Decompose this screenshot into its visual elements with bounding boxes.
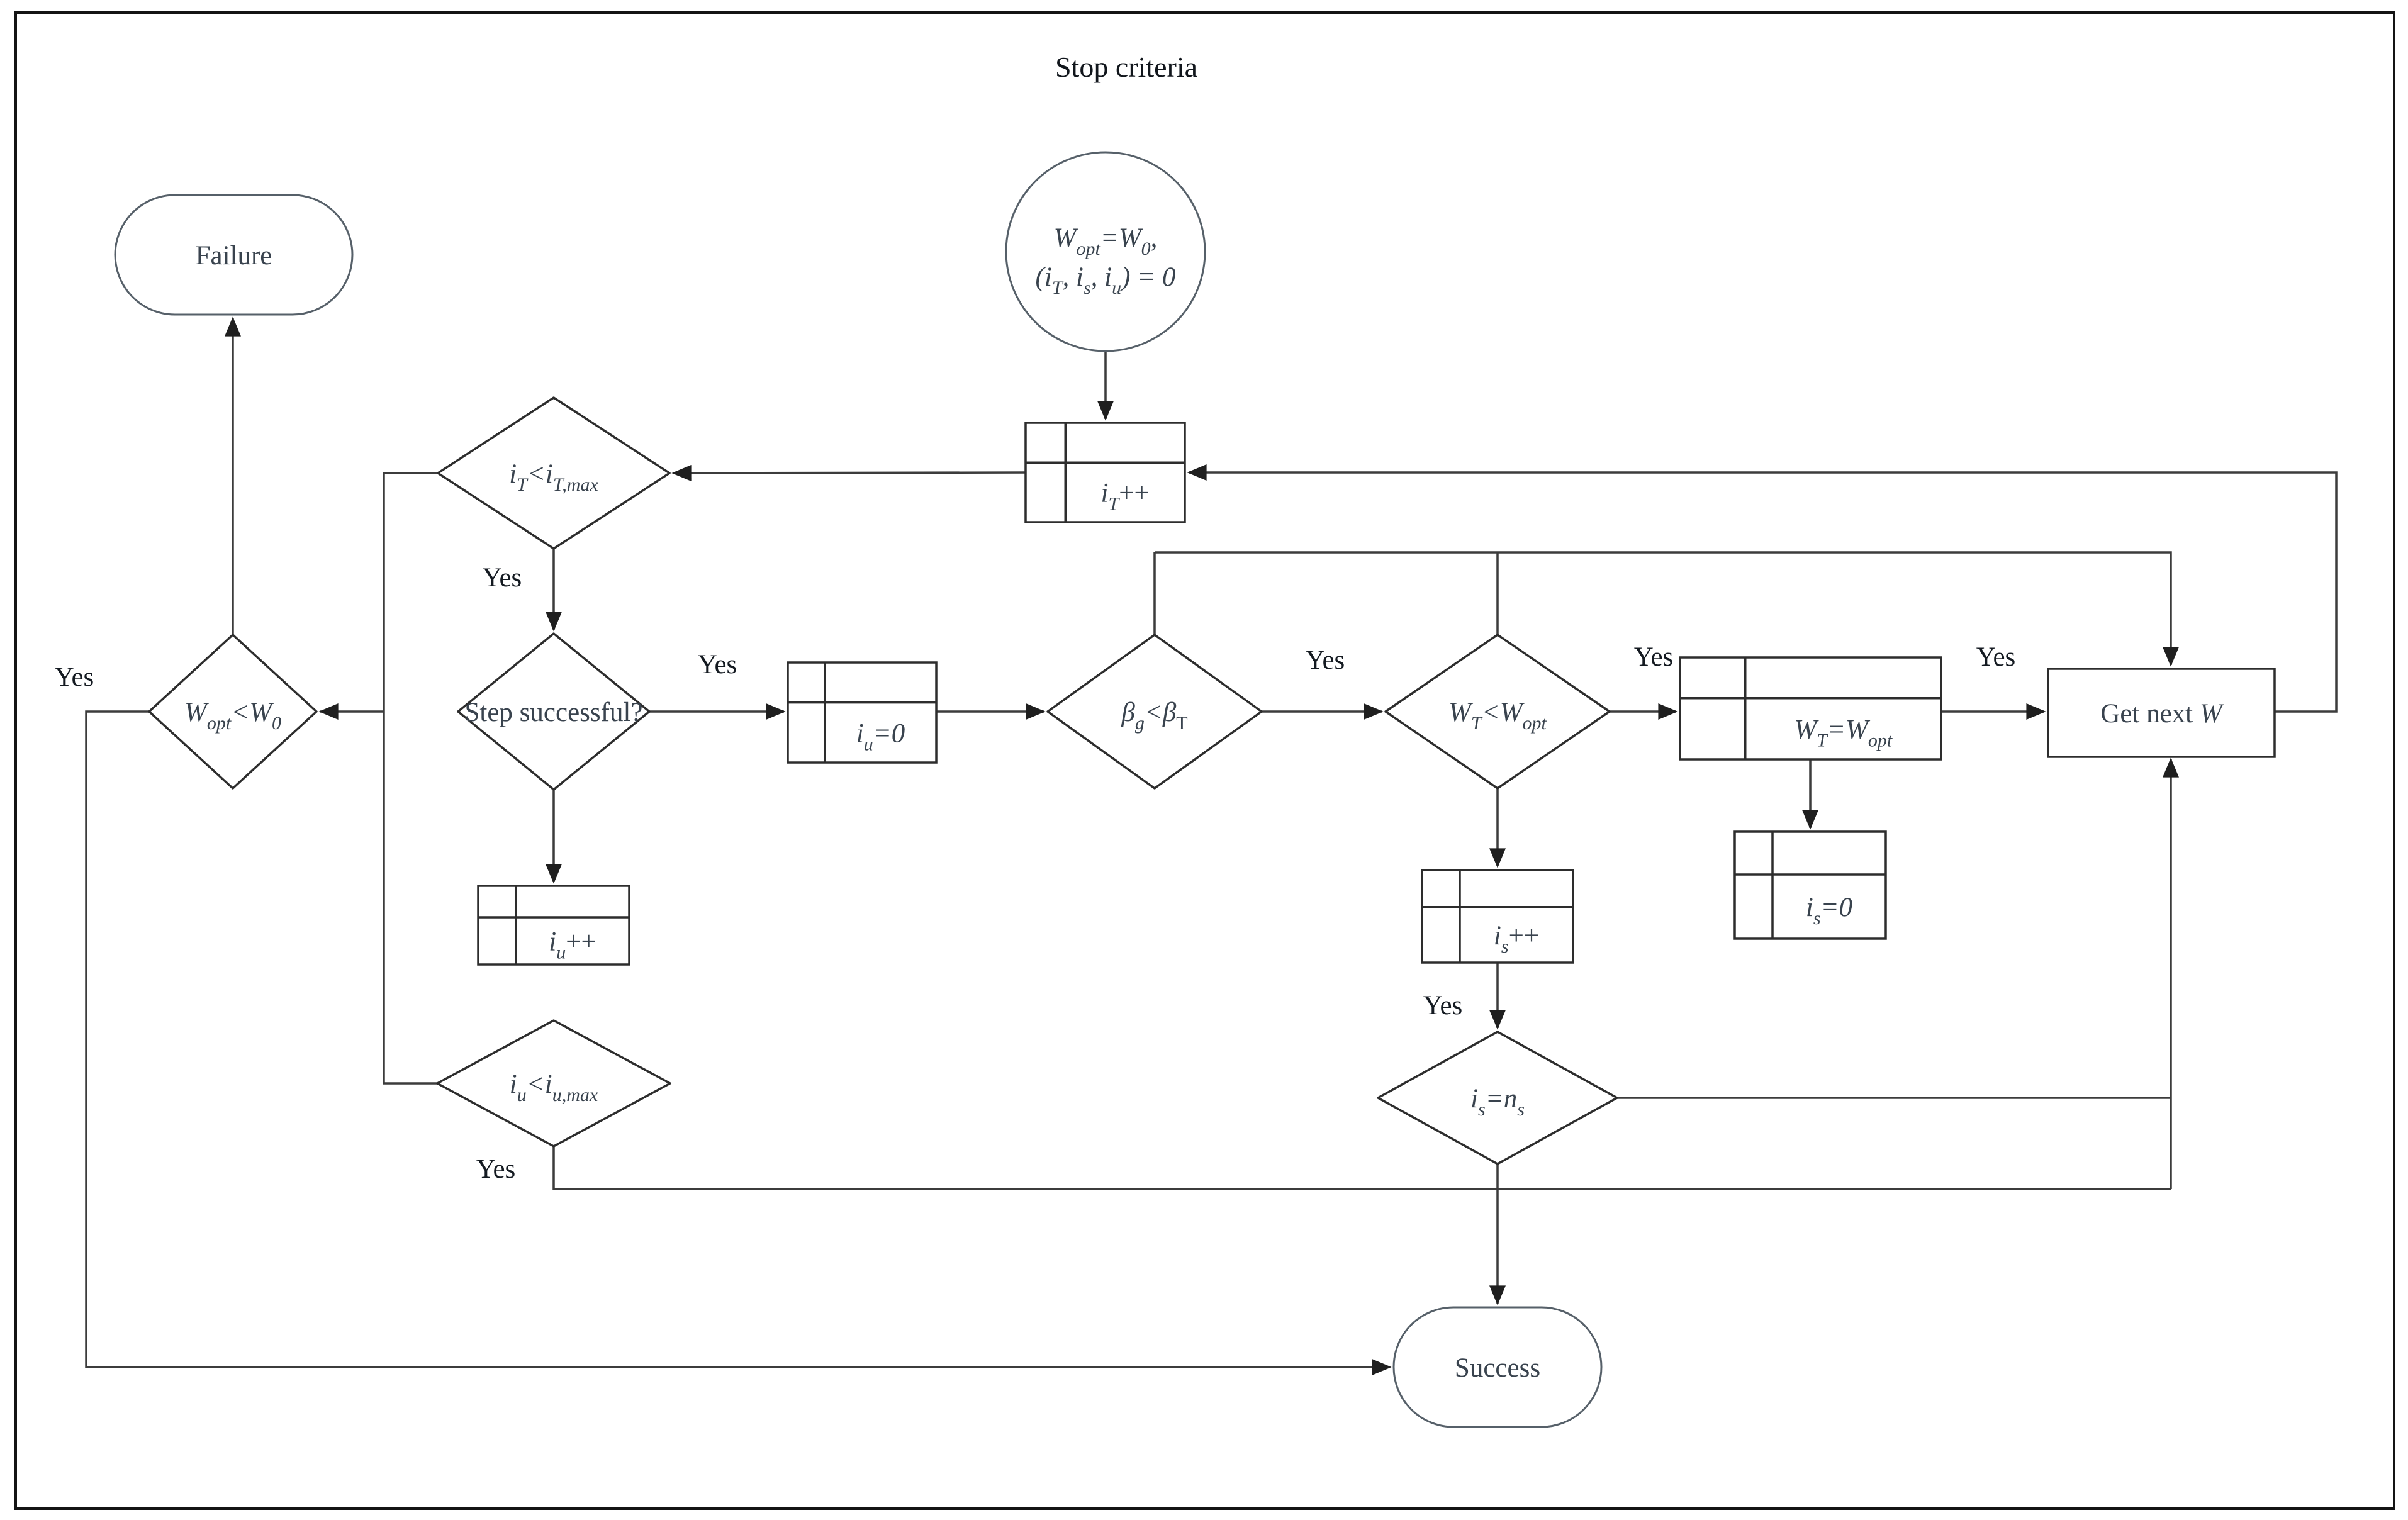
process-is-reset-label: is=0 bbox=[1806, 893, 1852, 929]
edge-wt-yes-to-wt-eq-label: Yes bbox=[1634, 642, 1674, 672]
edge-rail-to-getnext-top bbox=[1155, 551, 2179, 667]
decision-it-less-itmax-shape bbox=[437, 396, 671, 550]
edge-beta-yes-to-wt-label: Yes bbox=[1306, 645, 1345, 675]
edge-it-max-yes-to-step-label: Yes bbox=[483, 563, 522, 593]
process-is-reset: is=0 bbox=[1733, 830, 1887, 940]
terminator-failure-label: Failure bbox=[196, 241, 272, 271]
decision-step-successful-label: Step successful? bbox=[464, 698, 642, 727]
decision-is-equals-ns: is=ns bbox=[1377, 1031, 1618, 1165]
edge-step-yes-to-iu0-label: Yes bbox=[698, 650, 737, 679]
decision-iu-less-iumax: iu<iu,max bbox=[436, 1019, 671, 1148]
process-get-next-w-label: Get next W bbox=[2100, 699, 2225, 729]
process-get-next-w: Get next W bbox=[2047, 668, 2276, 758]
process-iu-increment-shape bbox=[477, 885, 630, 966]
edge-it-max-no-to-trunk bbox=[383, 472, 438, 712]
process-iu-increment-label: iu++ bbox=[549, 927, 596, 963]
process-is-reset-shape bbox=[1733, 830, 1887, 940]
edge-wopt-yes-to-success-label: Yes bbox=[55, 662, 94, 692]
terminator-success-label: Success bbox=[1455, 1353, 1540, 1383]
decision-wopt-less-w0-shape bbox=[148, 634, 318, 790]
edge-wopt-yes-to-success bbox=[85, 710, 1392, 1375]
decision-beta-g-less-beta-t-shape bbox=[1046, 634, 1263, 790]
start-node-shape bbox=[1005, 151, 1206, 352]
edge-is-inc-to-is-ns-label: Yes bbox=[1423, 991, 1463, 1020]
decision-it-less-itmax: iT<iT,max bbox=[437, 396, 671, 550]
decision-is-equals-ns-label: is=ns bbox=[1470, 1084, 1525, 1120]
decision-step-successful: Step successful? bbox=[457, 632, 651, 791]
decision-wt-less-wopt-shape bbox=[1384, 634, 1611, 790]
process-is-increment-label: is++ bbox=[1494, 921, 1539, 957]
figure-title: Stop criteria bbox=[1055, 51, 1197, 83]
decision-wopt-less-w0: Wopt<W0 bbox=[148, 634, 318, 790]
process-iu-reset-label: iu=0 bbox=[856, 718, 905, 754]
terminator-failure-shape bbox=[114, 194, 354, 316]
edge-it-inc-to-it-max bbox=[671, 464, 1026, 481]
terminator-success: Success bbox=[1392, 1306, 1603, 1428]
process-it-increment: iT++ bbox=[1024, 422, 1186, 523]
edge-iu-max-yes-bottom-rail bbox=[552, 1146, 2171, 1190]
edge-wt-eq-to-getnext-label: Yes bbox=[1976, 642, 2016, 672]
process-it-increment-label: iT++ bbox=[1101, 479, 1150, 515]
process-iu-reset-shape bbox=[787, 661, 938, 764]
decision-it-less-itmax-label: iT<iT,max bbox=[509, 459, 598, 495]
decision-step-successful-shape bbox=[457, 632, 651, 791]
process-is-increment: is++ bbox=[1421, 869, 1574, 964]
decision-beta-g-less-beta-t-label: βg<βT bbox=[1121, 698, 1187, 734]
decision-iu-less-iumax-label: iu<iu,max bbox=[510, 1070, 598, 1105]
process-it-increment-shape bbox=[1024, 422, 1186, 523]
edge-getnext-feedback-to-it-inc bbox=[1187, 464, 2338, 713]
process-wt-assign-wopt-label: WT=Wopt bbox=[1795, 715, 1893, 751]
start-node-label: Wopt=W0,(iT, is, iu) = 0 bbox=[1036, 223, 1176, 298]
decision-iu-less-iumax-shape bbox=[436, 1019, 671, 1148]
edge-iu-max-no-to-trunk bbox=[383, 712, 437, 1085]
process-get-next-w-shape bbox=[2047, 668, 2276, 758]
decision-wt-less-wopt: WT<Wopt bbox=[1384, 634, 1611, 790]
process-wt-assign-wopt: WT=Wopt bbox=[1679, 656, 1942, 761]
terminator-failure: Failure bbox=[114, 194, 354, 316]
figure-border bbox=[14, 11, 2395, 1510]
edge-iu-max-yes-bottom-rail-label: Yes bbox=[476, 1154, 516, 1184]
process-iu-increment: iu++ bbox=[477, 885, 630, 966]
process-wt-assign-wopt-shape bbox=[1679, 656, 1942, 761]
decision-wopt-less-w0-label: Wopt<W0 bbox=[184, 698, 281, 734]
decision-is-equals-ns-shape bbox=[1377, 1031, 1618, 1165]
start-node: Wopt=W0,(iT, is, iu) = 0 bbox=[1005, 151, 1206, 352]
terminator-success-shape bbox=[1392, 1306, 1603, 1428]
process-iu-reset: iu=0 bbox=[787, 661, 938, 764]
decision-beta-g-less-beta-t: βg<βT bbox=[1046, 634, 1263, 790]
process-is-increment-shape bbox=[1421, 869, 1574, 964]
decision-wt-less-wopt-label: WT<Wopt bbox=[1448, 698, 1547, 734]
